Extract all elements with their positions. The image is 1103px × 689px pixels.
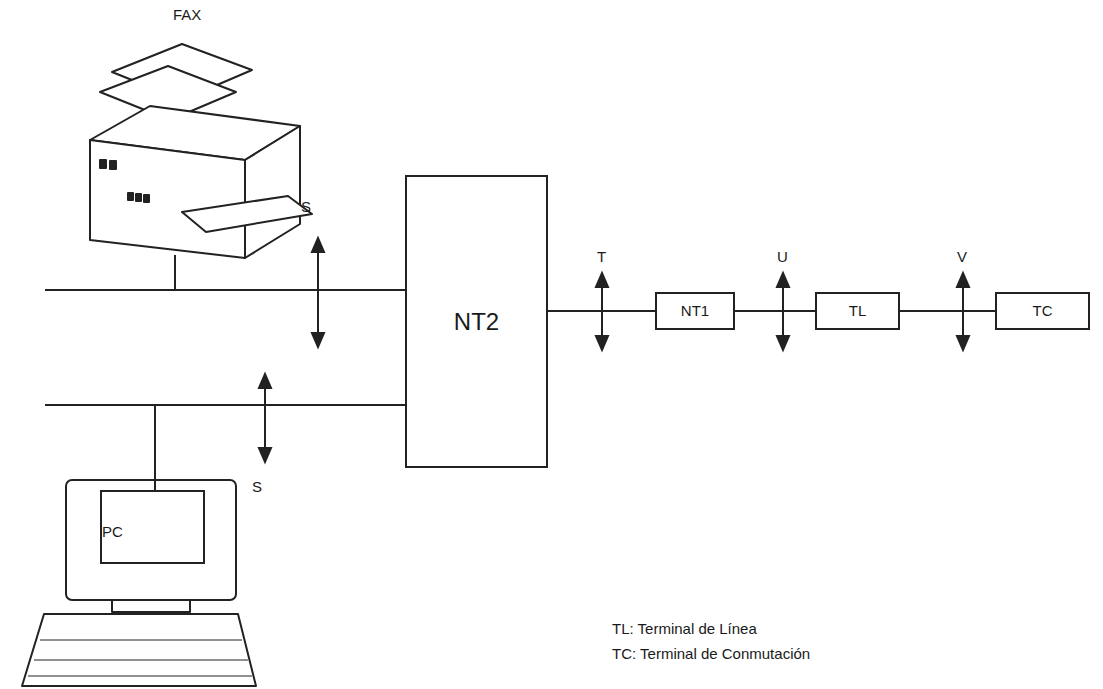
reference-arrow xyxy=(596,336,608,350)
keyboard-keys xyxy=(28,676,252,677)
reference-arrow xyxy=(259,448,271,462)
node-label: FAX xyxy=(173,6,201,23)
connection-line xyxy=(735,310,815,312)
node-label: NT1 xyxy=(681,302,709,319)
reference-arrow xyxy=(957,336,969,350)
bus-line xyxy=(45,404,156,406)
reference-arrow xyxy=(264,386,266,450)
fax-detail xyxy=(100,160,106,168)
fax-detail xyxy=(128,193,133,200)
reference-point: V xyxy=(957,248,967,265)
node-label: TL xyxy=(849,302,867,319)
reference-arrow xyxy=(312,333,324,347)
legend-note: TC: Terminal de Conmutación xyxy=(612,645,810,662)
reference-arrow xyxy=(317,250,319,335)
reference-arrow xyxy=(312,238,324,252)
fax-front xyxy=(90,140,245,258)
node-label: PC xyxy=(102,523,123,540)
reference-arrow xyxy=(777,336,789,350)
reference-point: T xyxy=(597,248,606,265)
node-label: NT2 xyxy=(454,308,499,336)
fax-machine: FAX xyxy=(85,6,305,255)
line-terminal-box: TL xyxy=(815,292,900,330)
reference-arrow xyxy=(259,374,271,388)
reference-arrow xyxy=(596,273,608,287)
monitor-screen: PC xyxy=(100,490,205,564)
connection-line xyxy=(155,405,405,490)
switching-terminal-box: TC xyxy=(995,292,1090,330)
fax-detail xyxy=(136,194,141,201)
monitor-frame xyxy=(66,480,236,600)
reference-point: S xyxy=(301,198,311,215)
keyboard xyxy=(22,614,256,686)
bus-line xyxy=(45,289,176,291)
node-label: TC xyxy=(1033,302,1053,319)
fax-tray xyxy=(182,196,312,232)
network-terminal-box: NT2 xyxy=(405,175,548,468)
fax-detail xyxy=(110,161,116,169)
fax-side xyxy=(245,126,300,258)
keyboard-keys xyxy=(40,640,242,641)
keyboard-keys xyxy=(34,660,248,661)
reference-arrow xyxy=(777,273,789,287)
reference-point: S xyxy=(252,478,262,495)
fax-detail xyxy=(144,195,149,202)
legend-note: TL: Terminal de Línea xyxy=(612,620,757,637)
reference-point: U xyxy=(777,248,788,265)
monitor-stand xyxy=(112,600,190,612)
connection-line xyxy=(175,255,405,290)
reference-arrow xyxy=(957,273,969,287)
connection-line xyxy=(548,310,655,312)
network-terminal-box: NT1 xyxy=(655,292,735,330)
connection-line xyxy=(900,310,995,312)
